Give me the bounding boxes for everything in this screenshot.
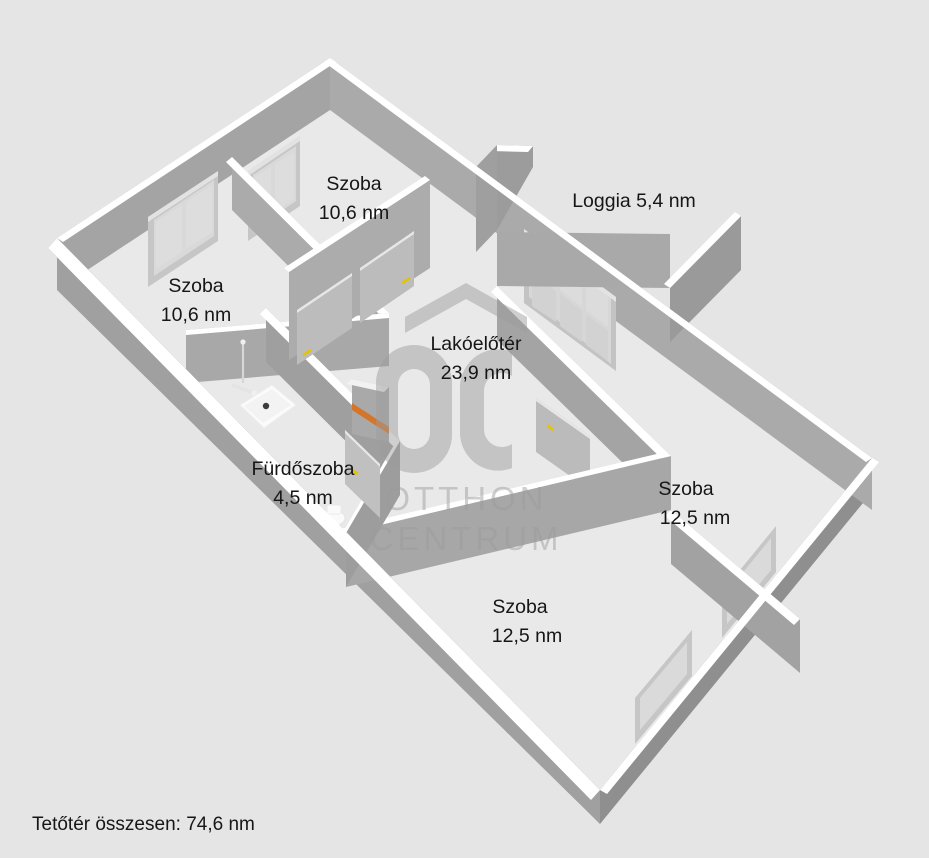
watermark-otthon-centrum: OTTHON CENTRUM xyxy=(370,283,563,557)
door-szoba-mid xyxy=(297,273,352,365)
cap-se xyxy=(600,458,879,794)
room-label-szoba-bottom-area: 12,5 nm xyxy=(492,625,562,647)
room-label-loggia: Loggia 5,4 nm xyxy=(572,190,696,212)
total-area-caption: Tetőtér összesen: 74,6 nm xyxy=(32,814,255,835)
cap-nw xyxy=(57,58,336,242)
watermark-letter-o xyxy=(376,345,452,473)
room-label-szoba-top-left-area: 10,6 nm xyxy=(161,304,231,326)
door-szoba-right xyxy=(536,398,590,490)
room-label-furdoszoba-name: Fürdőszoba xyxy=(252,458,355,480)
wall-top-hall-north xyxy=(284,176,430,272)
room-label-furdoszoba-area: 4,5 nm xyxy=(273,487,333,509)
shower-rail-icon xyxy=(231,339,257,396)
watermark-line2: CENTRUM xyxy=(370,520,563,557)
wall-hall-east xyxy=(497,286,671,510)
floor-main xyxy=(57,58,872,790)
room-label-lakoeloter-name: Lakóelőtér xyxy=(430,333,522,355)
wall-between-bottom-rooms xyxy=(671,510,800,673)
wall-loggia-south xyxy=(497,232,670,288)
door-handle-icon xyxy=(546,424,554,431)
room-labels: Szoba 10,6 nm Szoba 10,6 nm Loggia 5,4 n… xyxy=(161,173,730,647)
door-szoba-top xyxy=(360,231,414,323)
window-szoba-left xyxy=(148,171,218,287)
room-label-szoba-right-area: 12,5 nm xyxy=(660,507,730,529)
watermark-line1: OTTHON xyxy=(384,480,547,517)
door-handle-icon xyxy=(401,276,411,285)
cap-sw xyxy=(48,238,600,800)
room-label-szoba-top-mid-name: Szoba xyxy=(326,173,381,195)
orange-door-panel xyxy=(352,403,389,434)
wall-top-hall-south xyxy=(340,452,671,533)
watermark-letter-c xyxy=(460,349,512,471)
cap-ne xyxy=(324,58,872,462)
door-handle-icon xyxy=(302,348,312,357)
wall-loggia-east-fin xyxy=(670,216,741,342)
wall-top-loggia-fin xyxy=(492,145,533,152)
wall-top-loggia-east xyxy=(664,212,741,288)
room-label-szoba-top-mid-area: 10,6 nm xyxy=(319,202,389,224)
wall-top-hall-east xyxy=(491,286,671,462)
house-roof-icon xyxy=(405,283,527,333)
wall-nw-interior xyxy=(57,58,330,290)
room-label-lakoeloter-area: 23,9 nm xyxy=(441,362,511,384)
partition-walls xyxy=(186,145,800,673)
door-handle-icon xyxy=(351,468,359,476)
door-furdoszoba xyxy=(345,430,380,518)
room-label-szoba-bottom-name: Szoba xyxy=(492,596,547,618)
wall-hall-south xyxy=(346,456,671,587)
wall-caps xyxy=(48,58,879,800)
door-entrance-orange xyxy=(347,379,389,442)
shower-tray-icon xyxy=(239,384,297,429)
room-label-szoba-top-left-name: Szoba xyxy=(168,275,223,297)
wall-loggia-west-fin xyxy=(497,145,533,230)
room-label-szoba-right-name: Szoba xyxy=(658,478,713,500)
